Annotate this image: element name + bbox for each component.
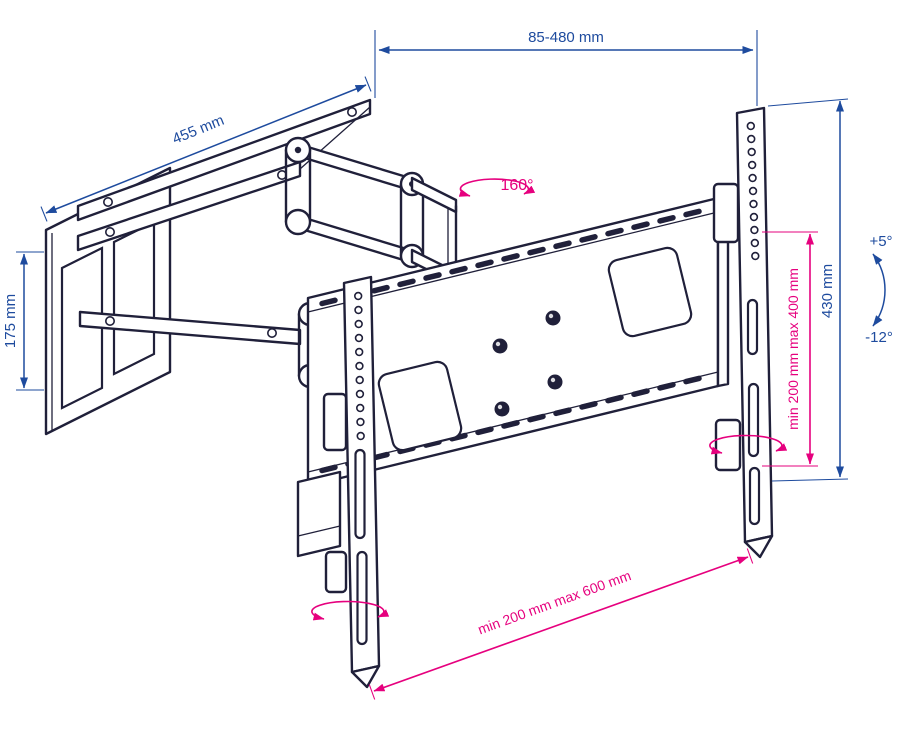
rail-slot bbox=[319, 464, 338, 474]
hook-icon bbox=[322, 392, 348, 452]
wall-plate-slot-right bbox=[112, 220, 156, 376]
rail-hole bbox=[748, 173, 757, 183]
rail-hole bbox=[747, 160, 757, 170]
pivot-cylinder bbox=[284, 136, 312, 236]
rail-slot bbox=[657, 215, 676, 224]
rail-hole bbox=[747, 134, 756, 144]
rail-slot bbox=[631, 388, 650, 398]
wall-plate-slot-left bbox=[60, 246, 104, 410]
left-rail-tip bbox=[350, 664, 381, 689]
left-rail-slot bbox=[356, 550, 368, 646]
main-rail-slot-row-top bbox=[319, 208, 702, 307]
right-vesa-rail bbox=[735, 106, 774, 559]
screw-icon bbox=[266, 327, 277, 338]
rail-slot bbox=[449, 265, 468, 275]
rail-height-label: 430 mm bbox=[819, 264, 836, 318]
rail-slot bbox=[501, 420, 520, 429]
rail-hole bbox=[355, 347, 364, 357]
rail-slot bbox=[319, 297, 338, 307]
rail-slot bbox=[553, 240, 572, 250]
rail-hole bbox=[751, 251, 760, 261]
vesa-vertical-label: min 200 mm max 400 mm bbox=[785, 268, 801, 430]
rail-hole bbox=[356, 403, 365, 413]
rail-hole bbox=[747, 147, 756, 157]
right-rail-rotation-arrow bbox=[709, 434, 788, 455]
rail-hole bbox=[354, 319, 363, 329]
right-rail-tip bbox=[743, 534, 774, 559]
dim-tilt-angle: +5° -12° bbox=[865, 233, 893, 346]
dim-wall-plate-height: 175 mm bbox=[2, 251, 44, 391]
rail-slot bbox=[527, 413, 546, 423]
upper-arm-link bbox=[296, 142, 412, 192]
rail-slot bbox=[683, 208, 702, 218]
rail-slot bbox=[475, 426, 494, 436]
screw-icon bbox=[346, 107, 357, 118]
wall-plate bbox=[44, 166, 172, 436]
left-rail-holes bbox=[354, 291, 365, 441]
rail-hole bbox=[354, 291, 363, 301]
rail-hole bbox=[749, 212, 759, 222]
rail-slot bbox=[605, 227, 624, 237]
rail-hole bbox=[748, 186, 758, 196]
rail-slot bbox=[397, 278, 416, 288]
hook-icon bbox=[712, 182, 740, 244]
rail-slot bbox=[371, 284, 390, 294]
right-rail-holes bbox=[746, 121, 760, 261]
screw-icon bbox=[105, 315, 116, 326]
rail-slot bbox=[475, 259, 494, 269]
extension-range-label: 85-480 mm bbox=[528, 29, 604, 46]
rail-slot bbox=[631, 221, 650, 231]
dim-vesa-horizontal: min 200 mm max 600 mm bbox=[368, 548, 754, 700]
right-rail-slot bbox=[748, 466, 761, 526]
rail-slot bbox=[553, 407, 572, 417]
tilt-arrow bbox=[872, 253, 886, 327]
rail-rotation-indicators bbox=[311, 434, 788, 621]
right-rail-slot bbox=[747, 382, 760, 458]
hook-icon bbox=[714, 418, 742, 472]
dim-vesa-vertical: min 200 mm max 400 mm bbox=[762, 231, 818, 467]
swivel-rotation-arrow bbox=[458, 178, 536, 197]
dim-rail-height: 430 mm bbox=[767, 98, 849, 482]
left-vesa-rail bbox=[342, 275, 381, 689]
dim-swivel-angle: 160° bbox=[458, 177, 536, 197]
rail-slot bbox=[657, 382, 676, 391]
rail-slot bbox=[605, 394, 624, 404]
tv-bracket-plate bbox=[296, 470, 342, 558]
main-rail-cutout-left bbox=[377, 360, 463, 452]
rail-hole bbox=[356, 431, 365, 441]
wall-plate-height-label: 175 mm bbox=[2, 294, 19, 348]
hook-icon bbox=[324, 550, 348, 594]
tilt-down-label: -12° bbox=[865, 329, 893, 346]
rail-hole bbox=[750, 238, 760, 248]
upper-arm-link bbox=[296, 214, 412, 264]
rail-slot bbox=[683, 375, 702, 385]
rail-hole bbox=[355, 389, 365, 399]
rail-hole bbox=[355, 375, 364, 385]
left-rail-rotation-arrow bbox=[311, 600, 390, 621]
rail-slot bbox=[527, 246, 546, 256]
rail-slot bbox=[423, 272, 442, 281]
left-rail-slot bbox=[354, 448, 366, 540]
rail-hole bbox=[354, 305, 363, 315]
wall-plate-width-label: 455 mm bbox=[170, 112, 227, 148]
rail-slot bbox=[579, 401, 598, 410]
rail-hole bbox=[354, 333, 364, 343]
rail-hole bbox=[355, 361, 364, 371]
screw-icon bbox=[105, 227, 116, 238]
right-rail-slot bbox=[746, 298, 759, 356]
tilt-up-label: +5° bbox=[869, 233, 892, 250]
rail-hole bbox=[749, 199, 758, 209]
dim-extension-range: 85-480 mm bbox=[374, 29, 758, 106]
main-rail bbox=[306, 194, 730, 488]
rail-hole bbox=[750, 225, 759, 235]
rail-hole bbox=[746, 121, 755, 131]
screw-icon bbox=[103, 197, 114, 208]
rail-hole bbox=[356, 417, 365, 427]
rail-slot bbox=[501, 253, 520, 262]
rail-slot bbox=[579, 234, 598, 243]
rail-slot bbox=[371, 451, 390, 461]
vesa-screws bbox=[492, 310, 563, 417]
main-rail-cutout-right bbox=[607, 246, 693, 338]
